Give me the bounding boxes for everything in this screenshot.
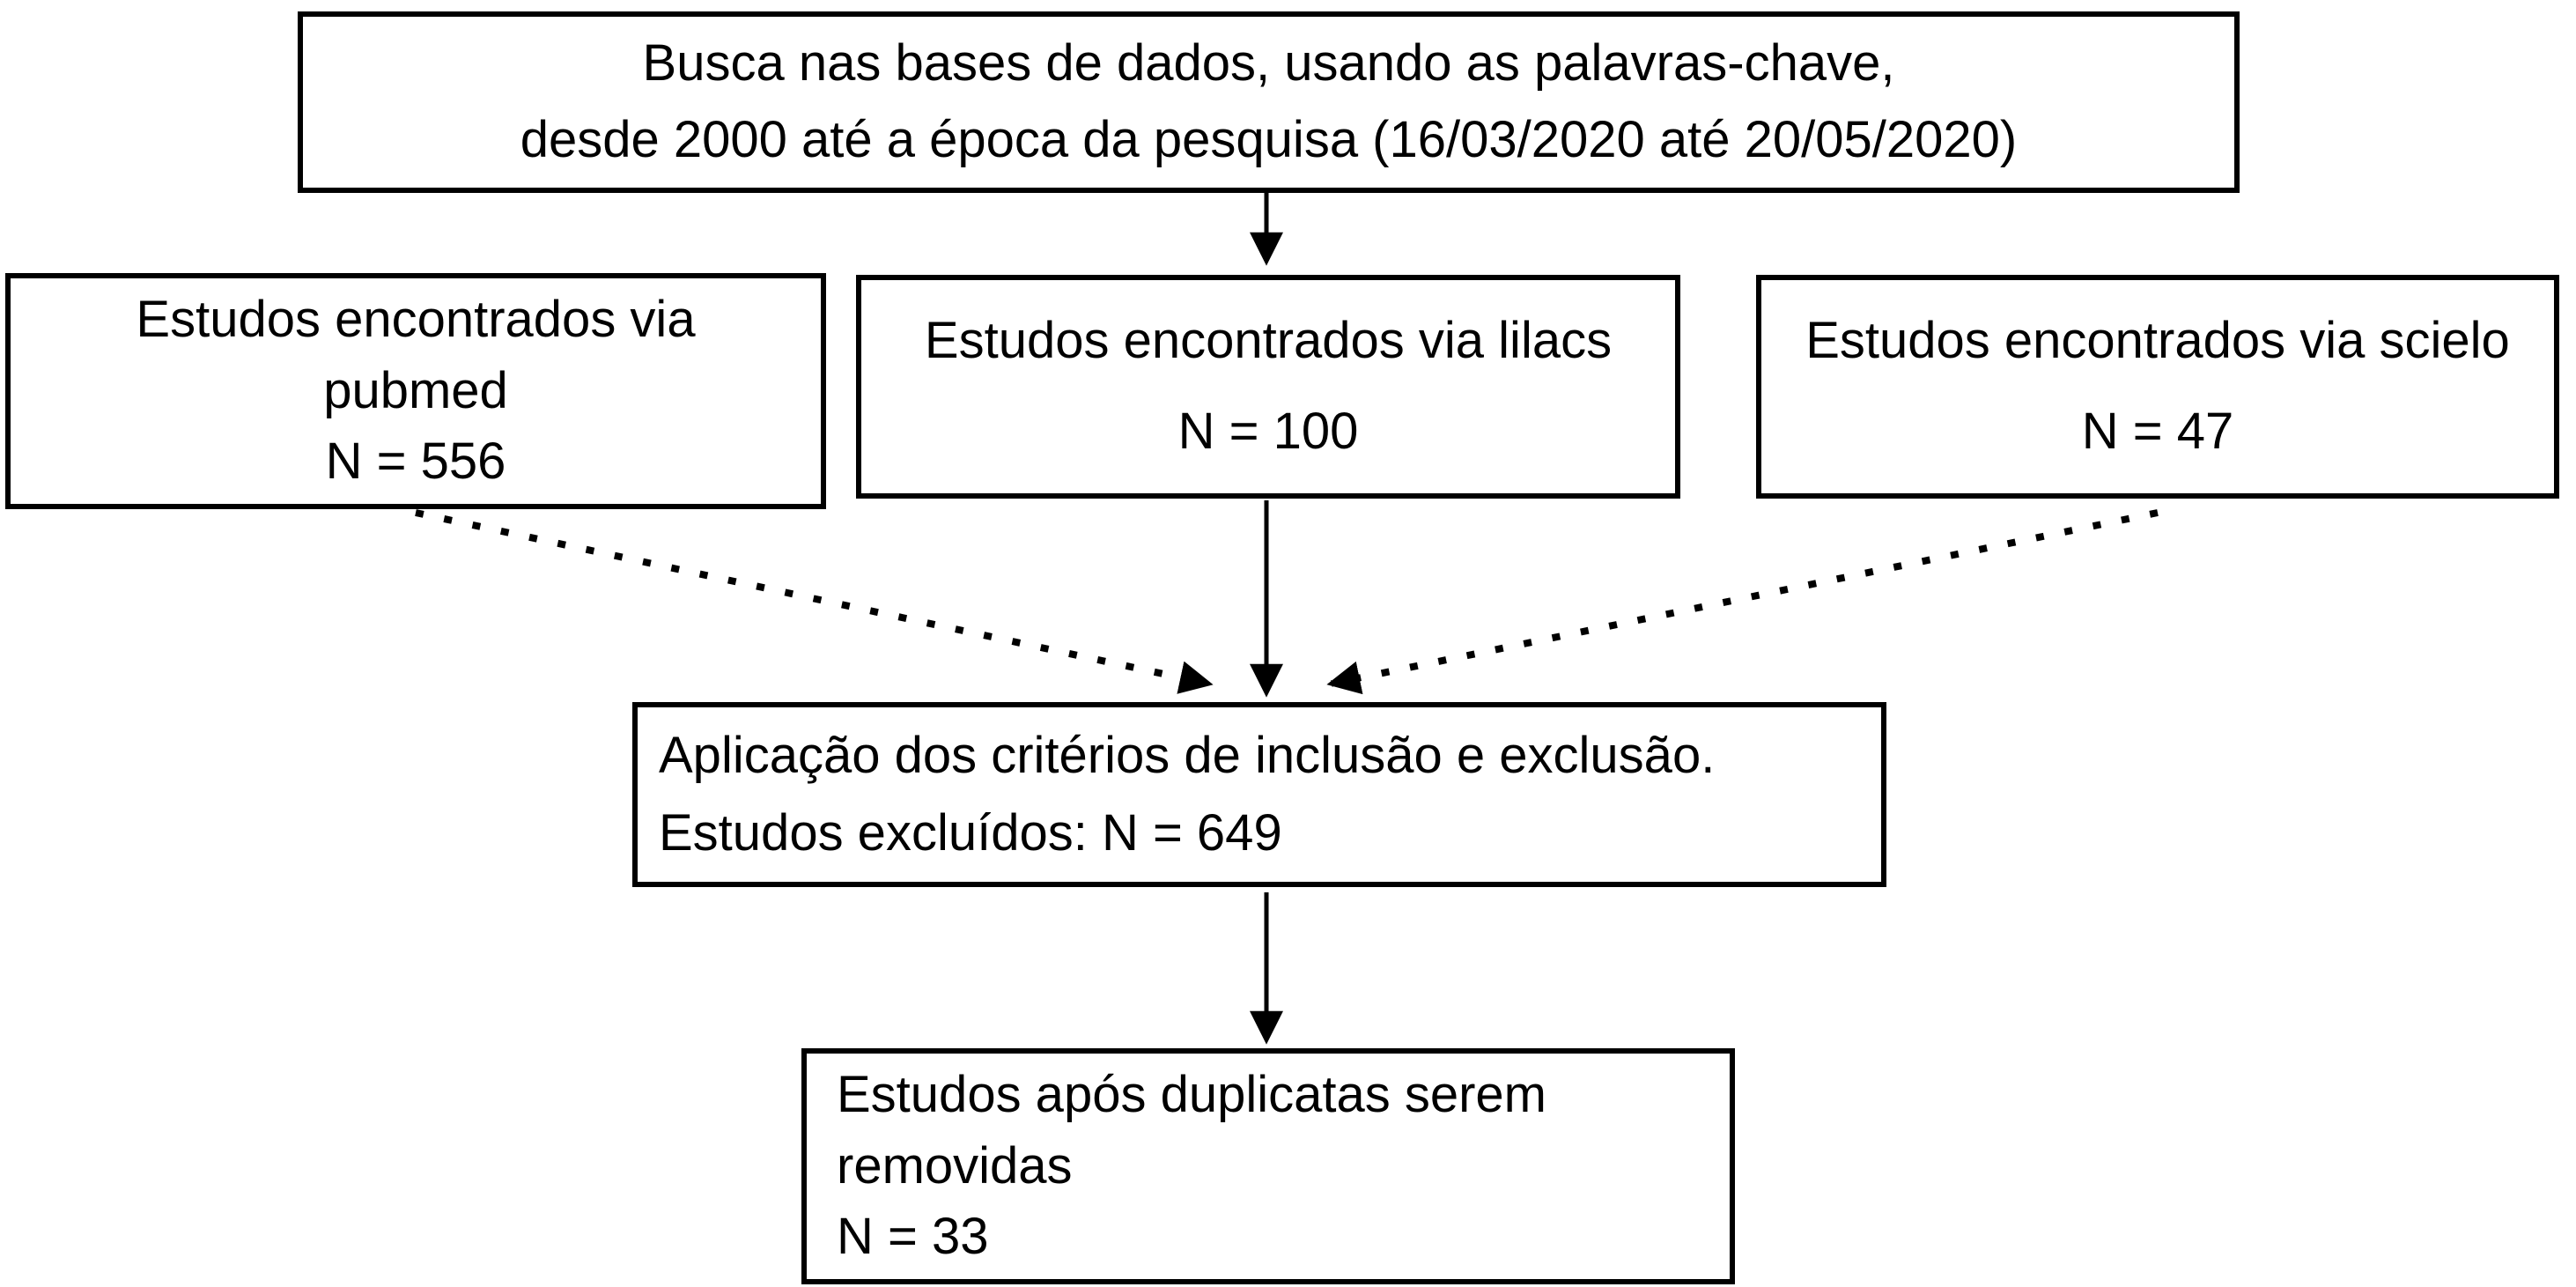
node-scielo-box: Estudos encontrados via scielo N = 47 (1756, 275, 2559, 499)
node-pubmed-line-1: Estudos encontrados via (136, 290, 696, 348)
node-pubmed-box: Estudos encontrados via pubmed N = 556 (5, 273, 826, 509)
node-criteria-line-1: Aplicação dos critérios de inclusão e ex… (659, 726, 1716, 784)
node-search-line-1: Busca nas bases de dados, usando as pala… (642, 34, 1895, 92)
node-search-line-2: desde 2000 até a época da pesquisa (16/0… (520, 111, 2018, 169)
node-lilacs-box: Estudos encontrados via lilacs N = 100 (856, 275, 1680, 499)
node-criteria-excluded-count: Estudos excluídos: N = 649 (659, 803, 1282, 862)
node-lilacs-count: N = 100 (1177, 403, 1359, 461)
node-scielo-line-1: Estudos encontrados via scielo (1805, 312, 2510, 370)
node-dedup-line-1: Estudos após duplicatas serem (837, 1065, 1546, 1123)
edge-pubmed-criteria (415, 509, 1214, 694)
edge-scielo-criteria (1326, 509, 2159, 695)
node-search-box: Busca nas bases de dados, usando as pala… (298, 11, 2240, 193)
node-dedup-count: N = 33 (837, 1208, 989, 1266)
node-criteria-box: Aplicação dos critérios de inclusão e ex… (632, 702, 1886, 887)
node-dedup-line-2: removidas (837, 1136, 1073, 1195)
node-pubmed-line-2: pubmed (323, 361, 508, 419)
node-dedup-box: Estudos após duplicatas serem removidas … (801, 1048, 1735, 1284)
node-scielo-count: N = 47 (2081, 403, 2234, 461)
node-pubmed-count: N = 556 (325, 433, 506, 491)
node-lilacs-line-1: Estudos encontrados via lilacs (924, 312, 1613, 370)
